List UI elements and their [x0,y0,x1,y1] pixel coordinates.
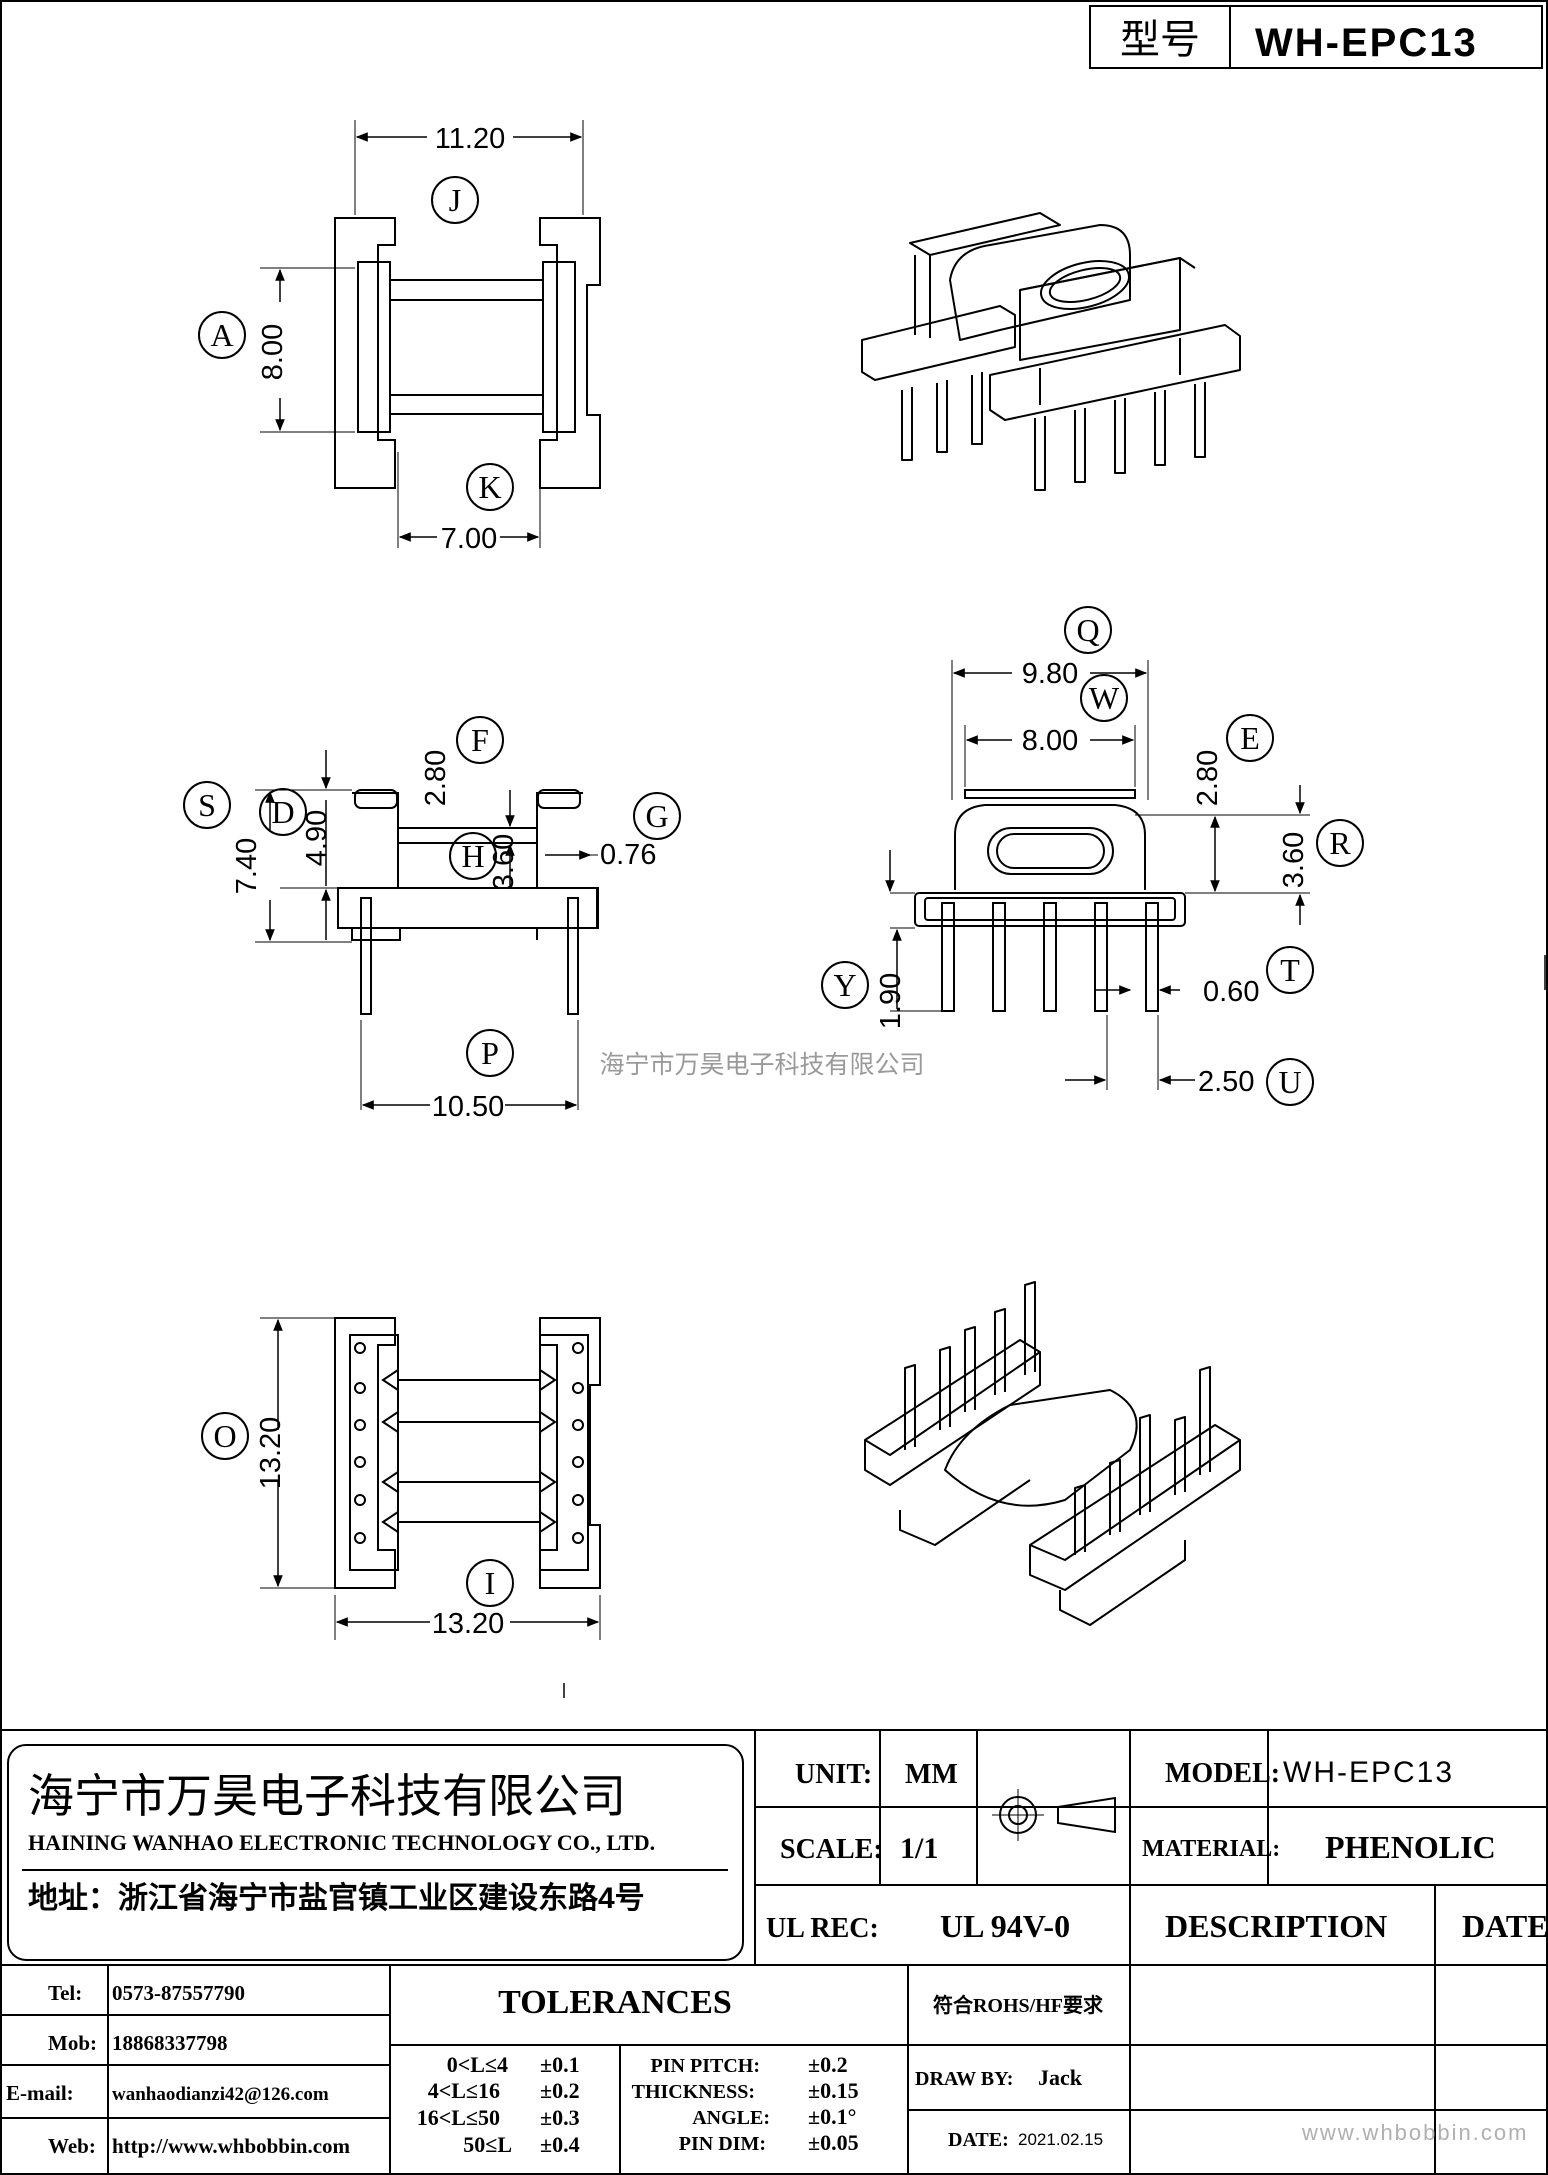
angle-value: ±0.1° [808,2104,856,2129]
company-name-cn: 海宁市万昊电子科技有限公司 [28,1770,626,1822]
label-I: I [485,1565,496,1601]
top-view [198,120,601,548]
ul-rec-value: UL 94V-0 [940,1908,1070,1944]
angle-label: ANGLE: [692,2107,770,2129]
label-F: F [471,722,489,758]
tel-label: Tel: [48,1981,82,2005]
rohs-note: 符合ROHS/HF要求 [933,1993,1104,2017]
date-column-label: DATE [1462,1908,1548,1944]
scale-value: 1/1 [900,1832,938,1865]
label-E: E [1240,720,1260,756]
dim-v3-360: 3.60 [1278,832,1310,888]
title-block-grid [1,1729,1547,2175]
tolerances-title: TOLERANCES [498,1984,732,2021]
tol-value-2: ±0.2 [540,2078,580,2103]
label-D: D [271,794,294,830]
pin-pitch-label: PIN PITCH: [651,2055,760,2077]
email-value[interactable]: wanhaodianzi42@126.com [112,2084,329,2105]
material-value: PHENOLIC [1325,1829,1496,1865]
dim-v3-060: 0.60 [1203,976,1259,1008]
company-address: 地址：浙江省海宁市盐官镇工业区建设东路4号 [28,1881,645,1915]
label-J: J [449,182,461,218]
header-model-box: 型号 WH-EPC13 [1089,5,1543,69]
material-label: MATERIAL: [1142,1836,1280,1862]
dim-v4-1320-horizontal: 13.20 [432,1608,505,1640]
date-label: DATE: [948,2129,1009,2151]
isometric-view-bottom [864,1281,1241,1626]
label-Q: Q [1076,612,1099,648]
description-label: DESCRIPTION [1165,1908,1387,1944]
dim-v2-280: 2.80 [420,750,452,806]
mob-label: Mob: [48,2031,97,2055]
tol-range-3: 16<L≤50 [417,2105,500,2130]
tol-value-4: ±0.4 [540,2132,580,2157]
dim-v3-250: 2.50 [1198,1066,1254,1098]
dim-v2-740: 7.40 [231,838,263,894]
ul-rec-label: UL REC: [766,1913,879,1944]
pin-pitch-value: ±0.2 [808,2052,848,2077]
web-label: Web: [48,2134,96,2158]
bottom-view [201,1317,601,1640]
label-U: U [1278,1064,1301,1100]
dim-v2-360: 3.60 [488,834,520,890]
header-model-value: WH-EPC13 [1255,21,1478,65]
tol-value-3: ±0.3 [540,2105,580,2130]
label-O: O [213,1418,236,1454]
thickness-value: ±0.15 [808,2078,859,2103]
dim-v4-1320-vertical: 13.20 [255,1417,287,1490]
isometric-view-top [861,212,1241,491]
model-label: MODEL: [1165,1758,1280,1789]
label-P: P [481,1035,499,1071]
label-K: K [478,469,501,505]
dim-v3-190: 1.90 [875,973,907,1029]
tol-range-4: 50≤L [463,2132,512,2157]
dim-v3-980: 9.80 [1022,658,1078,690]
header-model-label: 型号 [1120,18,1200,62]
label-T: T [1280,952,1300,988]
dim-v3-280: 2.80 [1192,750,1224,806]
dim-v3-800: 8.00 [1022,725,1078,757]
side-view [821,606,1364,1106]
company-name-en: HAINING WANHAO ELECTRONIC TECHNOLOGY CO.… [28,1830,655,1855]
unit-value: MM [905,1759,958,1790]
label-R: R [1329,825,1351,861]
pin-dim-label: PIN DIM: [679,2133,766,2155]
mob-value[interactable]: 18868337798 [112,2031,228,2055]
dim-v2-076: 0.76 [600,839,656,871]
label-H: H [461,838,484,874]
scale-label: SCALE: [780,1834,883,1865]
tol-range-2: 4<L≤16 [428,2078,500,2103]
web-value[interactable]: http://www.whbobbin.com [112,2134,351,2158]
thickness-label: THICKNESS: [632,2081,755,2103]
unit-label: UNIT: [795,1759,872,1790]
draw-by-label: DRAW BY: [915,2068,1013,2090]
front-view [183,716,681,1110]
label-G: G [645,798,668,834]
dim-v1-height: 8.00 [257,324,289,380]
pin-dim-value: ±0.05 [808,2130,859,2155]
dim-v2-1050: 10.50 [432,1091,505,1123]
label-Y: Y [833,967,856,1003]
tel-value[interactable]: 0573-87557790 [112,1981,245,2005]
label-A: A [210,317,233,353]
draw-by-value: Jack [1038,2065,1083,2090]
dim-v1-width: 11.20 [435,123,505,155]
projection-symbol [992,1789,1116,1841]
model-value: WH-EPC13 [1283,1756,1454,1789]
tol-value-1: ±0.1 [540,2052,580,2077]
site-watermark: www.whbobbin.com [1301,2120,1528,2145]
dim-v1-bottom: 7.00 [441,523,497,555]
email-label: E-mail: [6,2081,74,2105]
date-value: 2021.02.15 [1018,2130,1103,2149]
watermark-company: 海宁市万昊电子科技有限公司 [599,1051,924,1079]
label-S: S [198,787,216,823]
dim-v2-490: 4.90 [301,810,333,866]
label-W: W [1089,680,1120,716]
tol-range-1: 0<L≤4 [447,2052,508,2077]
